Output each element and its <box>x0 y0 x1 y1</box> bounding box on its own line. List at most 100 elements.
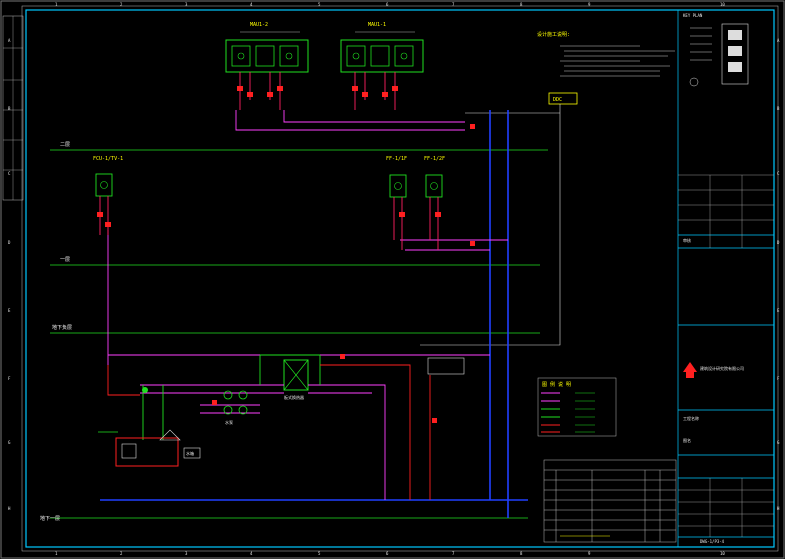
floor-label-1f: 一层 <box>60 257 70 263</box>
fan-icon <box>430 182 438 190</box>
zone-number: 5 <box>318 551 321 556</box>
ddc-box <box>548 92 578 105</box>
equipment-table <box>543 459 677 543</box>
pump-label: 水泵 <box>225 419 233 425</box>
expansion-device <box>427 357 465 375</box>
water-tank <box>115 437 179 467</box>
outer-frame <box>21 5 779 552</box>
zone-letter: F <box>8 376 11 381</box>
company-name: 建筑设计研究院有限公司 <box>700 365 744 371</box>
ff-left-label: FF-1/1F <box>386 156 407 162</box>
mau-unit-2 <box>225 39 309 73</box>
zone-number: 4 <box>250 551 253 556</box>
zone-letters-right: A B C D E F G H <box>777 38 780 511</box>
mau2-label: MAU1-2 <box>250 22 268 28</box>
heat-exchanger-cross <box>283 359 309 391</box>
mau-valves <box>237 86 398 97</box>
zone-letter: B <box>777 106 780 111</box>
zone-letter: E <box>777 308 780 313</box>
fcu-left-label: FCU-1/TV-1 <box>93 156 123 162</box>
floor-label-b1: 地下负层 <box>52 324 72 331</box>
drawing-number: DWG-1/P3-4 <box>700 539 725 544</box>
heat-exchanger <box>283 359 309 391</box>
zone-number: 2 <box>120 551 123 556</box>
mau1-label: MAU1-1 <box>368 22 386 28</box>
pump-icon <box>223 390 233 400</box>
zone-letter: C <box>8 171 11 176</box>
zone-letter: H <box>8 506 11 511</box>
tank-tag <box>183 447 201 459</box>
ff-valves <box>399 124 475 246</box>
tank-icon <box>159 429 181 441</box>
legend-box <box>537 377 617 437</box>
zone-number: 7 <box>452 2 455 7</box>
zone-number: 3 <box>185 2 188 7</box>
ff-pipes <box>393 197 439 250</box>
plant-pipes-red <box>107 364 431 500</box>
zone-number: 2 <box>120 2 123 7</box>
pump-icon <box>142 387 148 393</box>
left-strip-lines <box>3 16 23 200</box>
zone-letters-left: A B C D E F G H <box>8 38 11 511</box>
zone-number: 8 <box>520 2 523 7</box>
zone-number: 9 <box>588 2 591 7</box>
zone-number: 10 <box>720 551 725 556</box>
ddc-label: DDC <box>553 97 562 103</box>
floor-label-2f: 二层 <box>60 142 70 148</box>
zone-letter: F <box>777 376 780 381</box>
ff-unit-left <box>389 174 407 198</box>
zone-letter: G <box>8 440 11 445</box>
project-label: 工程名称 <box>683 415 699 421</box>
mau-red-pipes <box>239 72 396 110</box>
plant-pipes-green <box>142 354 321 440</box>
pump-icon <box>238 405 248 415</box>
fan-icon <box>100 181 108 189</box>
zone-letter: C <box>777 171 780 176</box>
zone-number: 6 <box>386 551 389 556</box>
tank-label: 水箱 <box>186 450 194 456</box>
company-logo <box>683 362 697 378</box>
floor-label-base: 地下一层 <box>40 515 60 522</box>
zone-letter: D <box>8 240 11 245</box>
zone-number: 6 <box>386 2 389 7</box>
zone-letter: A <box>777 38 780 43</box>
plant-valves <box>212 354 437 423</box>
ddc-signal-line <box>420 104 561 346</box>
mau-unit-1 <box>340 39 424 73</box>
zone-number: 9 <box>588 551 591 556</box>
zone-numbers-bottom: 1 2 3 4 5 6 7 8 9 10 <box>55 551 725 556</box>
pump-icon <box>238 390 248 400</box>
key-plan <box>689 23 749 87</box>
fcu-left-valves <box>97 212 111 227</box>
main-risers <box>100 110 528 518</box>
zone-number: 8 <box>520 551 523 556</box>
pump-group <box>142 387 248 415</box>
zone-number: 1 <box>55 551 58 556</box>
title-block <box>677 9 775 548</box>
zone-number: 5 <box>318 2 321 7</box>
zone-letter: H <box>777 506 780 511</box>
pump-icon <box>223 405 233 415</box>
zone-letter: A <box>8 38 11 43</box>
zone-letter: D <box>777 240 780 245</box>
heat-exchanger-label: 板式换热器 <box>284 394 304 400</box>
drawing-label: 图名 <box>683 437 691 443</box>
approval-label: 审核 <box>683 237 691 243</box>
zone-number: 4 <box>250 2 253 7</box>
design-notes-text <box>560 45 675 77</box>
zone-number: 7 <box>452 551 455 556</box>
zone-numbers-top: 1 2 3 4 5 6 7 8 9 10 <box>55 2 725 7</box>
fcu-unit-left <box>95 173 113 197</box>
zone-number: 1 <box>55 2 58 7</box>
plant-pipes-magenta <box>140 384 386 500</box>
mau-magenta-pipes <box>235 110 465 131</box>
floor-lines <box>50 149 548 519</box>
title-block-grid <box>678 174 774 537</box>
ff-right-label: FF-1/2F <box>424 156 445 162</box>
zone-letter: E <box>8 308 11 313</box>
tank-inner <box>121 443 137 459</box>
legend-title: 图 例 说 明 <box>542 381 571 388</box>
zone-number: 10 <box>720 2 725 7</box>
